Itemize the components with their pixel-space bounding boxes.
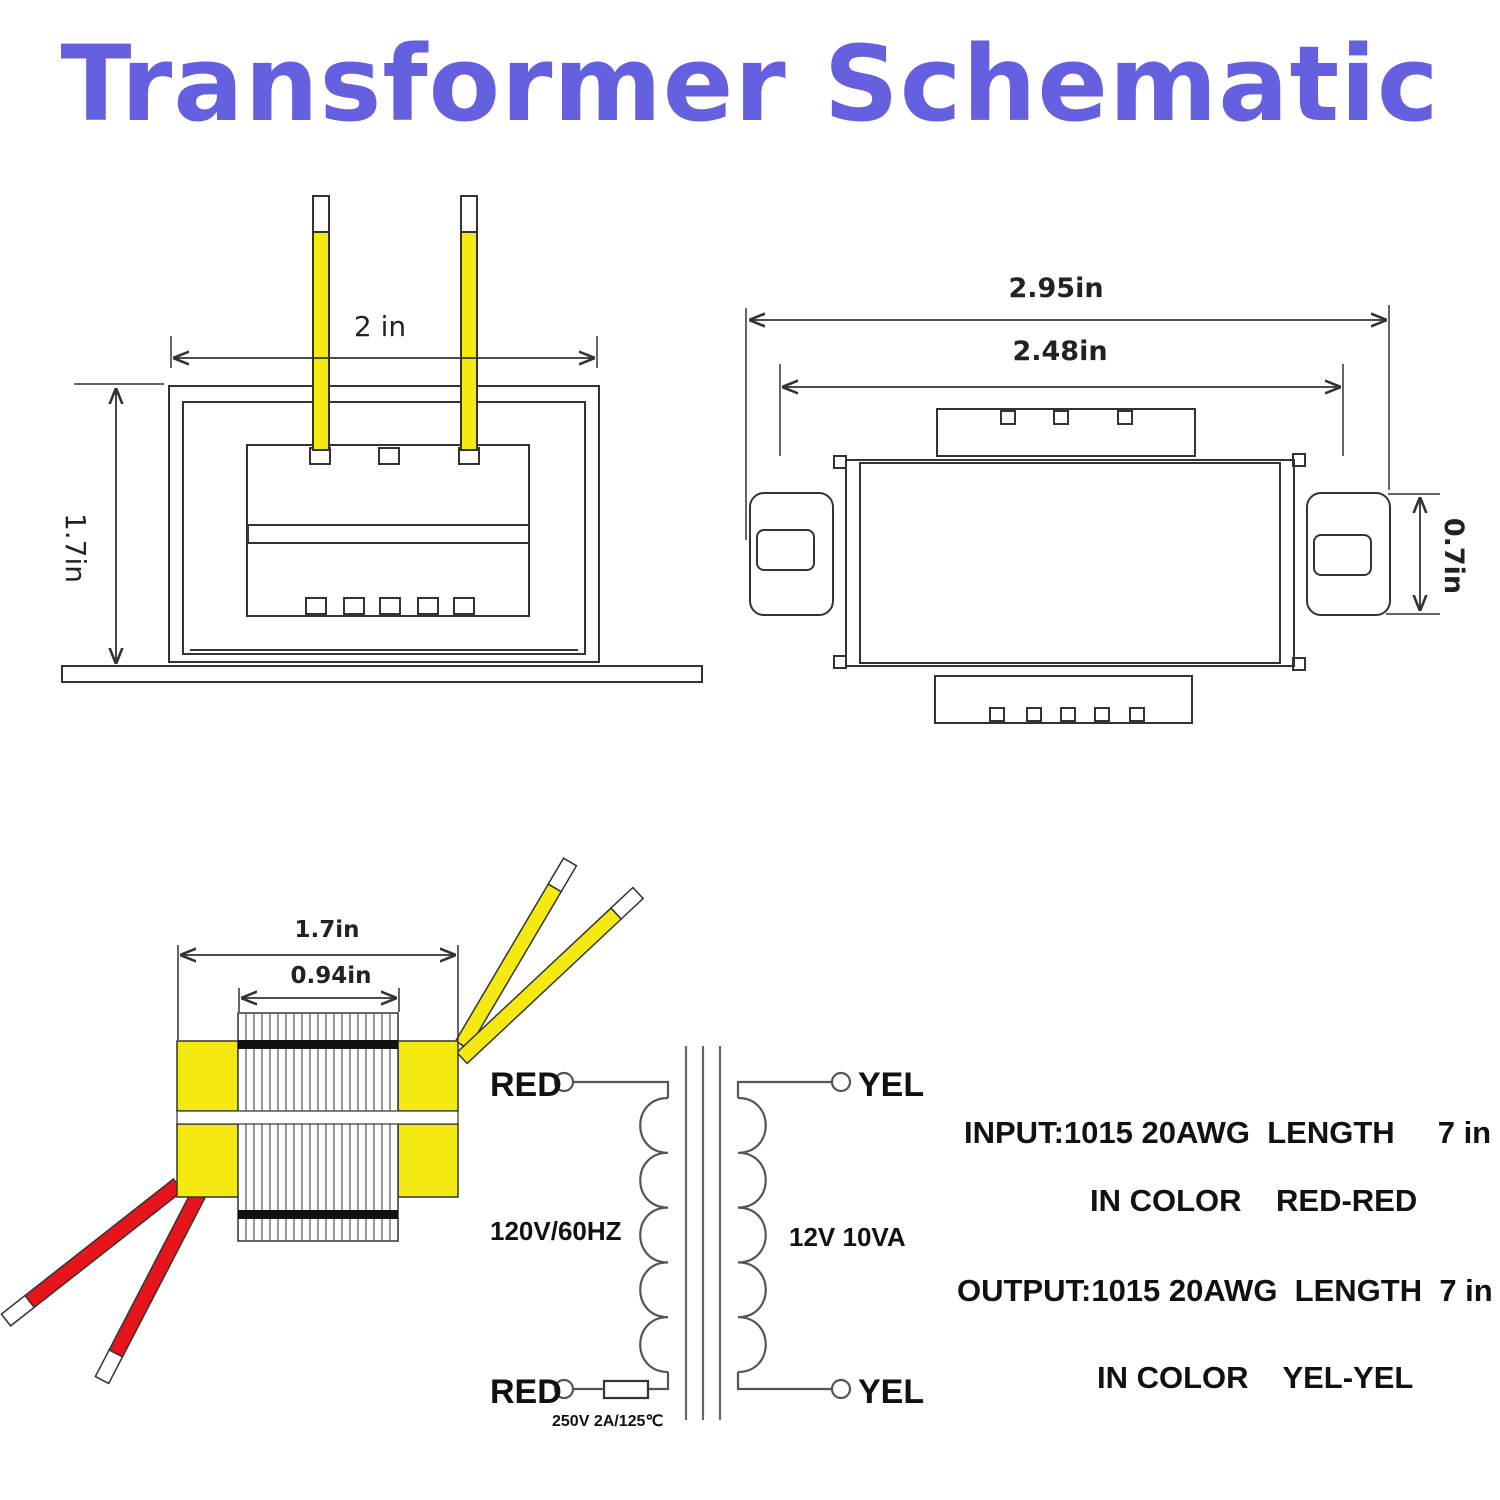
bobbin-block	[397, 1040, 459, 1112]
secondary-bottom-wire-label: YEL	[858, 1373, 924, 1411]
bobbin-gap	[176, 1110, 459, 1125]
top-overall-width-label: 2.95in	[1008, 273, 1103, 304]
front-bottom-terminal	[379, 597, 401, 615]
side-view	[0, 857, 645, 1385]
red-lead-tip	[0, 1294, 36, 1327]
yellow-lead	[455, 906, 623, 1065]
red-lead	[108, 1190, 206, 1358]
front-lead-tip	[312, 195, 330, 233]
front-bottom-terminal	[453, 597, 475, 615]
bobbin-block	[397, 1123, 459, 1198]
mounting-foot-left	[749, 492, 834, 616]
primary-bottom-wire-label: RED	[490, 1373, 562, 1411]
input-spec-line: INPUT:1015 20AWG LENGTH 7 in	[964, 1115, 1492, 1150]
corner-rivet	[833, 455, 847, 469]
bottom-terminal	[1026, 707, 1042, 722]
top-terminal	[1117, 410, 1133, 425]
top-foot-height-label: 0.7in	[1438, 518, 1469, 594]
red-lead	[23, 1178, 184, 1309]
front-yellow-lead	[312, 231, 330, 451]
front-frame-inner	[182, 401, 586, 655]
front-lead-tip	[460, 195, 478, 233]
front-top-terminal	[378, 447, 400, 465]
fuse	[602, 1379, 650, 1400]
front-height-label: 1.7in	[59, 513, 92, 583]
front-yellow-lead	[460, 231, 478, 451]
bobbin-block	[176, 1040, 239, 1112]
red-lead-tip	[94, 1348, 124, 1385]
input-leads	[0, 1178, 206, 1385]
front-width-label: 2 in	[354, 310, 406, 343]
laminated-core	[176, 1012, 459, 1242]
primary-top-wire-label: RED	[490, 1066, 562, 1104]
top-terminal	[1053, 410, 1069, 425]
bottom-terminal	[1094, 707, 1110, 722]
front-frame-outer	[168, 385, 600, 663]
primary-winding	[639, 1096, 669, 1374]
top-main-body	[845, 459, 1295, 667]
side-core-width-label: 0.94in	[290, 963, 371, 989]
top-terminal-block-upper	[936, 408, 1196, 457]
bottom-terminal	[1129, 707, 1145, 722]
front-bottom-terminal	[343, 597, 365, 615]
secondary-rating-label: 12V 10VA	[789, 1222, 906, 1252]
input-color-line: IN COLOR RED-RED	[1090, 1183, 1418, 1218]
output-leads	[454, 857, 645, 1065]
bottom-terminal	[989, 707, 1005, 722]
output-spec-line: OUTPUT:1015 20AWG LENGTH 7 in	[957, 1273, 1493, 1308]
core-clamp-band	[238, 1210, 398, 1219]
mounting-hole-right	[1313, 534, 1372, 576]
front-bottom-terminal	[417, 597, 439, 615]
secondary-top-terminal	[830, 1071, 852, 1093]
output-color-line: IN COLOR YEL-YEL	[1097, 1360, 1414, 1395]
top-view	[745, 305, 1440, 724]
mounting-foot-right	[1306, 492, 1391, 616]
mounting-hole-left	[756, 529, 815, 571]
front-view	[61, 195, 703, 683]
core-clamp-band	[238, 1040, 398, 1049]
primary-rating-label: 120V/60HZ	[490, 1216, 622, 1246]
front-bobbin-divider	[247, 524, 530, 544]
fuse-rating-label: 250V 2A/125℃	[552, 1413, 663, 1430]
secondary-top-wire-label: YEL	[858, 1066, 924, 1104]
bobbin-block	[176, 1123, 239, 1198]
top-mount-width-label: 2.48in	[1012, 336, 1107, 367]
corner-rivet	[1292, 657, 1306, 671]
top-terminal-block-lower	[934, 675, 1193, 724]
circuit-symbol	[553, 1046, 852, 1420]
yellow-lead-tip	[547, 857, 578, 893]
page-title: Transformer Schematic	[60, 23, 1440, 145]
secondary-winding	[737, 1096, 767, 1374]
front-bobbin	[246, 444, 530, 617]
primary-bottom-terminal	[553, 1378, 575, 1400]
front-bottom-terminal	[305, 597, 327, 615]
yellow-lead-tip	[609, 886, 645, 921]
bottom-terminal	[1060, 707, 1076, 722]
front-base-plate	[61, 665, 703, 683]
secondary-bottom-terminal	[830, 1378, 852, 1400]
side-overall-width-label: 1.7in	[294, 917, 359, 943]
corner-rivet	[833, 655, 847, 669]
top-terminal	[1000, 410, 1016, 425]
top-core	[859, 462, 1281, 664]
corner-rivet	[1292, 453, 1306, 467]
